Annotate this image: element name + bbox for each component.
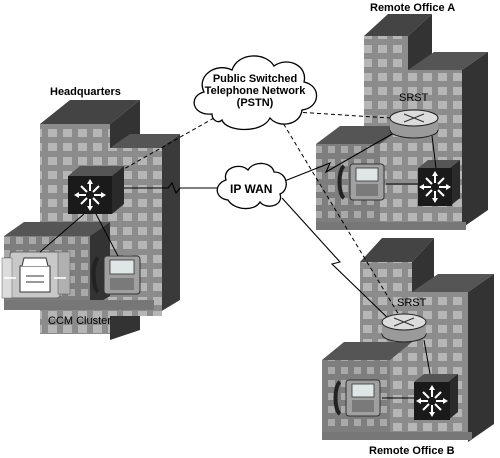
pstn-cloud — [193, 55, 318, 131]
remote-b-lan-links — [382, 339, 431, 399]
hq-lan-links — [39, 213, 119, 257]
site-label-remote-office-b: Remote Office B — [369, 445, 455, 457]
remote-a-router — [389, 109, 439, 139]
link-pstn-remote-b — [279, 117, 403, 321]
hq-switch — [68, 166, 124, 214]
ip-wan-cloud — [216, 162, 287, 210]
headquarters-building — [4, 100, 180, 340]
hq-ip-phone — [91, 255, 141, 295]
remote-a-lan-links — [386, 135, 437, 185]
link-pstn-hq — [107, 117, 215, 179]
remote-b-switch — [414, 374, 458, 420]
ip-wan-label: IP WAN — [230, 182, 273, 196]
site-label-remote-office-a: Remote Office A — [370, 2, 456, 14]
srst-label-remote-b: SRST — [397, 297, 427, 309]
remote-b-ip-phone — [333, 379, 381, 417]
remote-a-ip-phone — [337, 163, 385, 201]
srst-label-remote-a: SRST — [399, 92, 429, 104]
link-wan-remote-b — [281, 197, 393, 323]
link-hq-wan — [118, 181, 225, 195]
ccm-cluster — [1, 251, 71, 299]
link-pstn-remote-a — [295, 111, 391, 119]
pstn-label-line: Public Switched — [212, 73, 298, 85]
pstn-label: Public Switched Telephone Network (PSTN) — [202, 73, 308, 109]
ccm-cluster-label: CCM Cluster — [48, 315, 111, 327]
pstn-label-line: Telephone Network — [204, 85, 306, 97]
remote-b-router — [381, 313, 427, 343]
pstn-links — [107, 111, 403, 321]
remote-a-switch — [418, 160, 460, 206]
pstn-label-line: (PSTN) — [236, 97, 274, 109]
site-label-headquarters: Headquarters — [50, 86, 121, 98]
